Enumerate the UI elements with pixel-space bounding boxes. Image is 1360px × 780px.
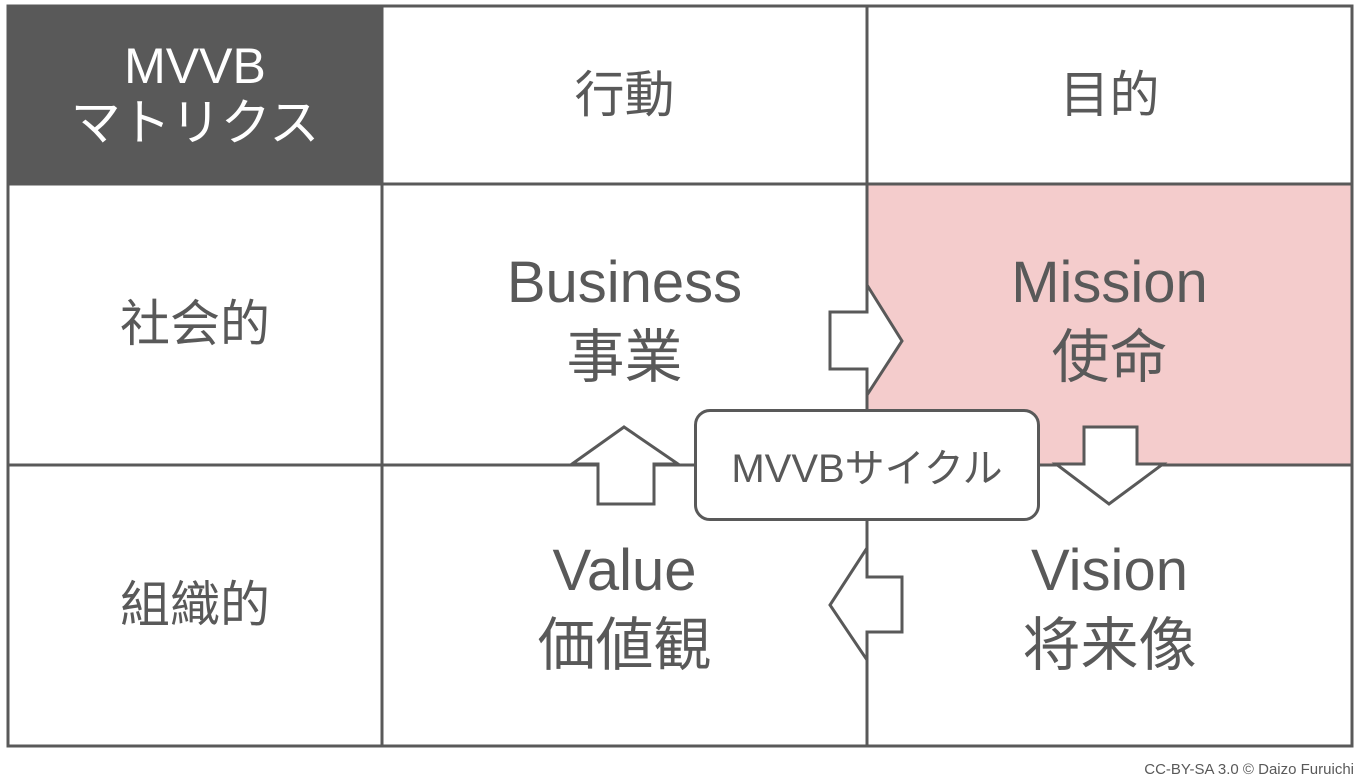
value-en: Value (552, 537, 697, 603)
arrow-right-icon (828, 279, 904, 401)
arrow-up-icon (567, 425, 683, 506)
column-label: 行動 (574, 66, 675, 123)
arrow-left-icon (828, 542, 904, 665)
column-header-purpose: 目的 (867, 6, 1352, 184)
mission-ja: 使命 (1051, 325, 1168, 390)
value-ja: 価値観 (537, 613, 712, 678)
cycle-label-box: MVVBサイクル (694, 409, 1040, 521)
column-label: 目的 (1059, 66, 1160, 123)
matrix-title: MVVB マトリクス (8, 6, 382, 184)
business-cell: Business 事業 (382, 240, 867, 400)
license-footer: CC-BY-SA 3.0 © Daizo Furuichi (1144, 761, 1354, 778)
business-ja: 事業 (566, 325, 683, 390)
business-en: Business (506, 249, 743, 315)
vision-en: Vision (1031, 537, 1188, 603)
row-label: 組織的 (120, 577, 270, 633)
column-header-action: 行動 (382, 6, 867, 184)
row-header-social: 社会的 (8, 184, 382, 465)
value-cell: Value 価値観 (382, 528, 867, 688)
cycle-label: MVVBサイクル (731, 447, 1003, 491)
row-header-organizational: 組織的 (8, 465, 382, 746)
vision-cell: Vision 将来像 (867, 528, 1352, 688)
title-line2: マトリクス (70, 95, 320, 151)
arrow-down-icon (1051, 425, 1168, 506)
title-line1: MVVB (124, 37, 266, 94)
mission-en: Mission (1011, 249, 1208, 315)
mission-cell: Mission 使命 (867, 240, 1352, 400)
vision-ja: 将来像 (1022, 613, 1197, 678)
row-label: 社会的 (120, 296, 270, 352)
